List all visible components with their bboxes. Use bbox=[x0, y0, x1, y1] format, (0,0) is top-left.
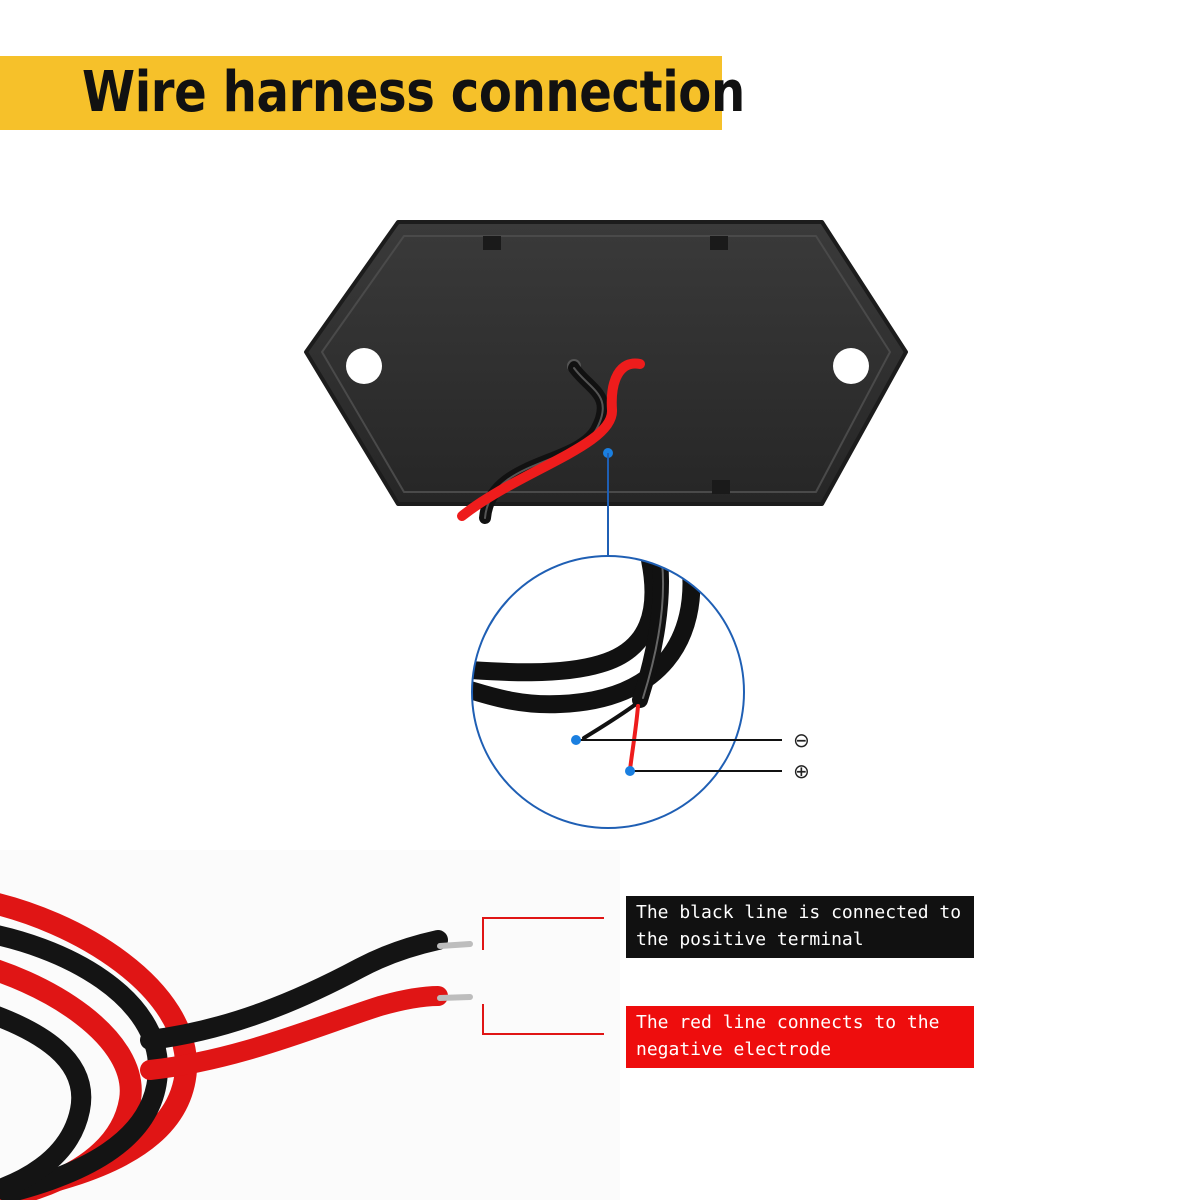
positive-terminal-symbol: ⊕ bbox=[793, 759, 810, 783]
wire-photo bbox=[0, 850, 620, 1200]
red-line-note: The red line connects to the negative el… bbox=[626, 1006, 974, 1068]
mounting-hole bbox=[346, 348, 382, 384]
mounting-hole bbox=[833, 348, 869, 384]
page-title: Wire harness connection bbox=[82, 60, 745, 125]
clip-tab bbox=[712, 480, 730, 494]
light-plate bbox=[304, 220, 908, 524]
black-line-note: The black line is connected to the posit… bbox=[626, 896, 974, 958]
zoom-callout bbox=[603, 448, 613, 556]
red-lead bbox=[140, 986, 448, 1080]
negative-terminal-symbol: ⊖ bbox=[793, 728, 810, 752]
red-lead-tip bbox=[437, 994, 473, 1001]
title-banner: Wire harness connection bbox=[0, 56, 745, 130]
black-lead bbox=[140, 930, 448, 1050]
red-wire bbox=[457, 358, 645, 521]
zoom-circle bbox=[471, 555, 782, 829]
black-lead-tip bbox=[437, 941, 473, 949]
note-brackets bbox=[482, 917, 604, 1035]
clip-tab bbox=[710, 236, 728, 250]
clip-tab bbox=[483, 236, 501, 250]
